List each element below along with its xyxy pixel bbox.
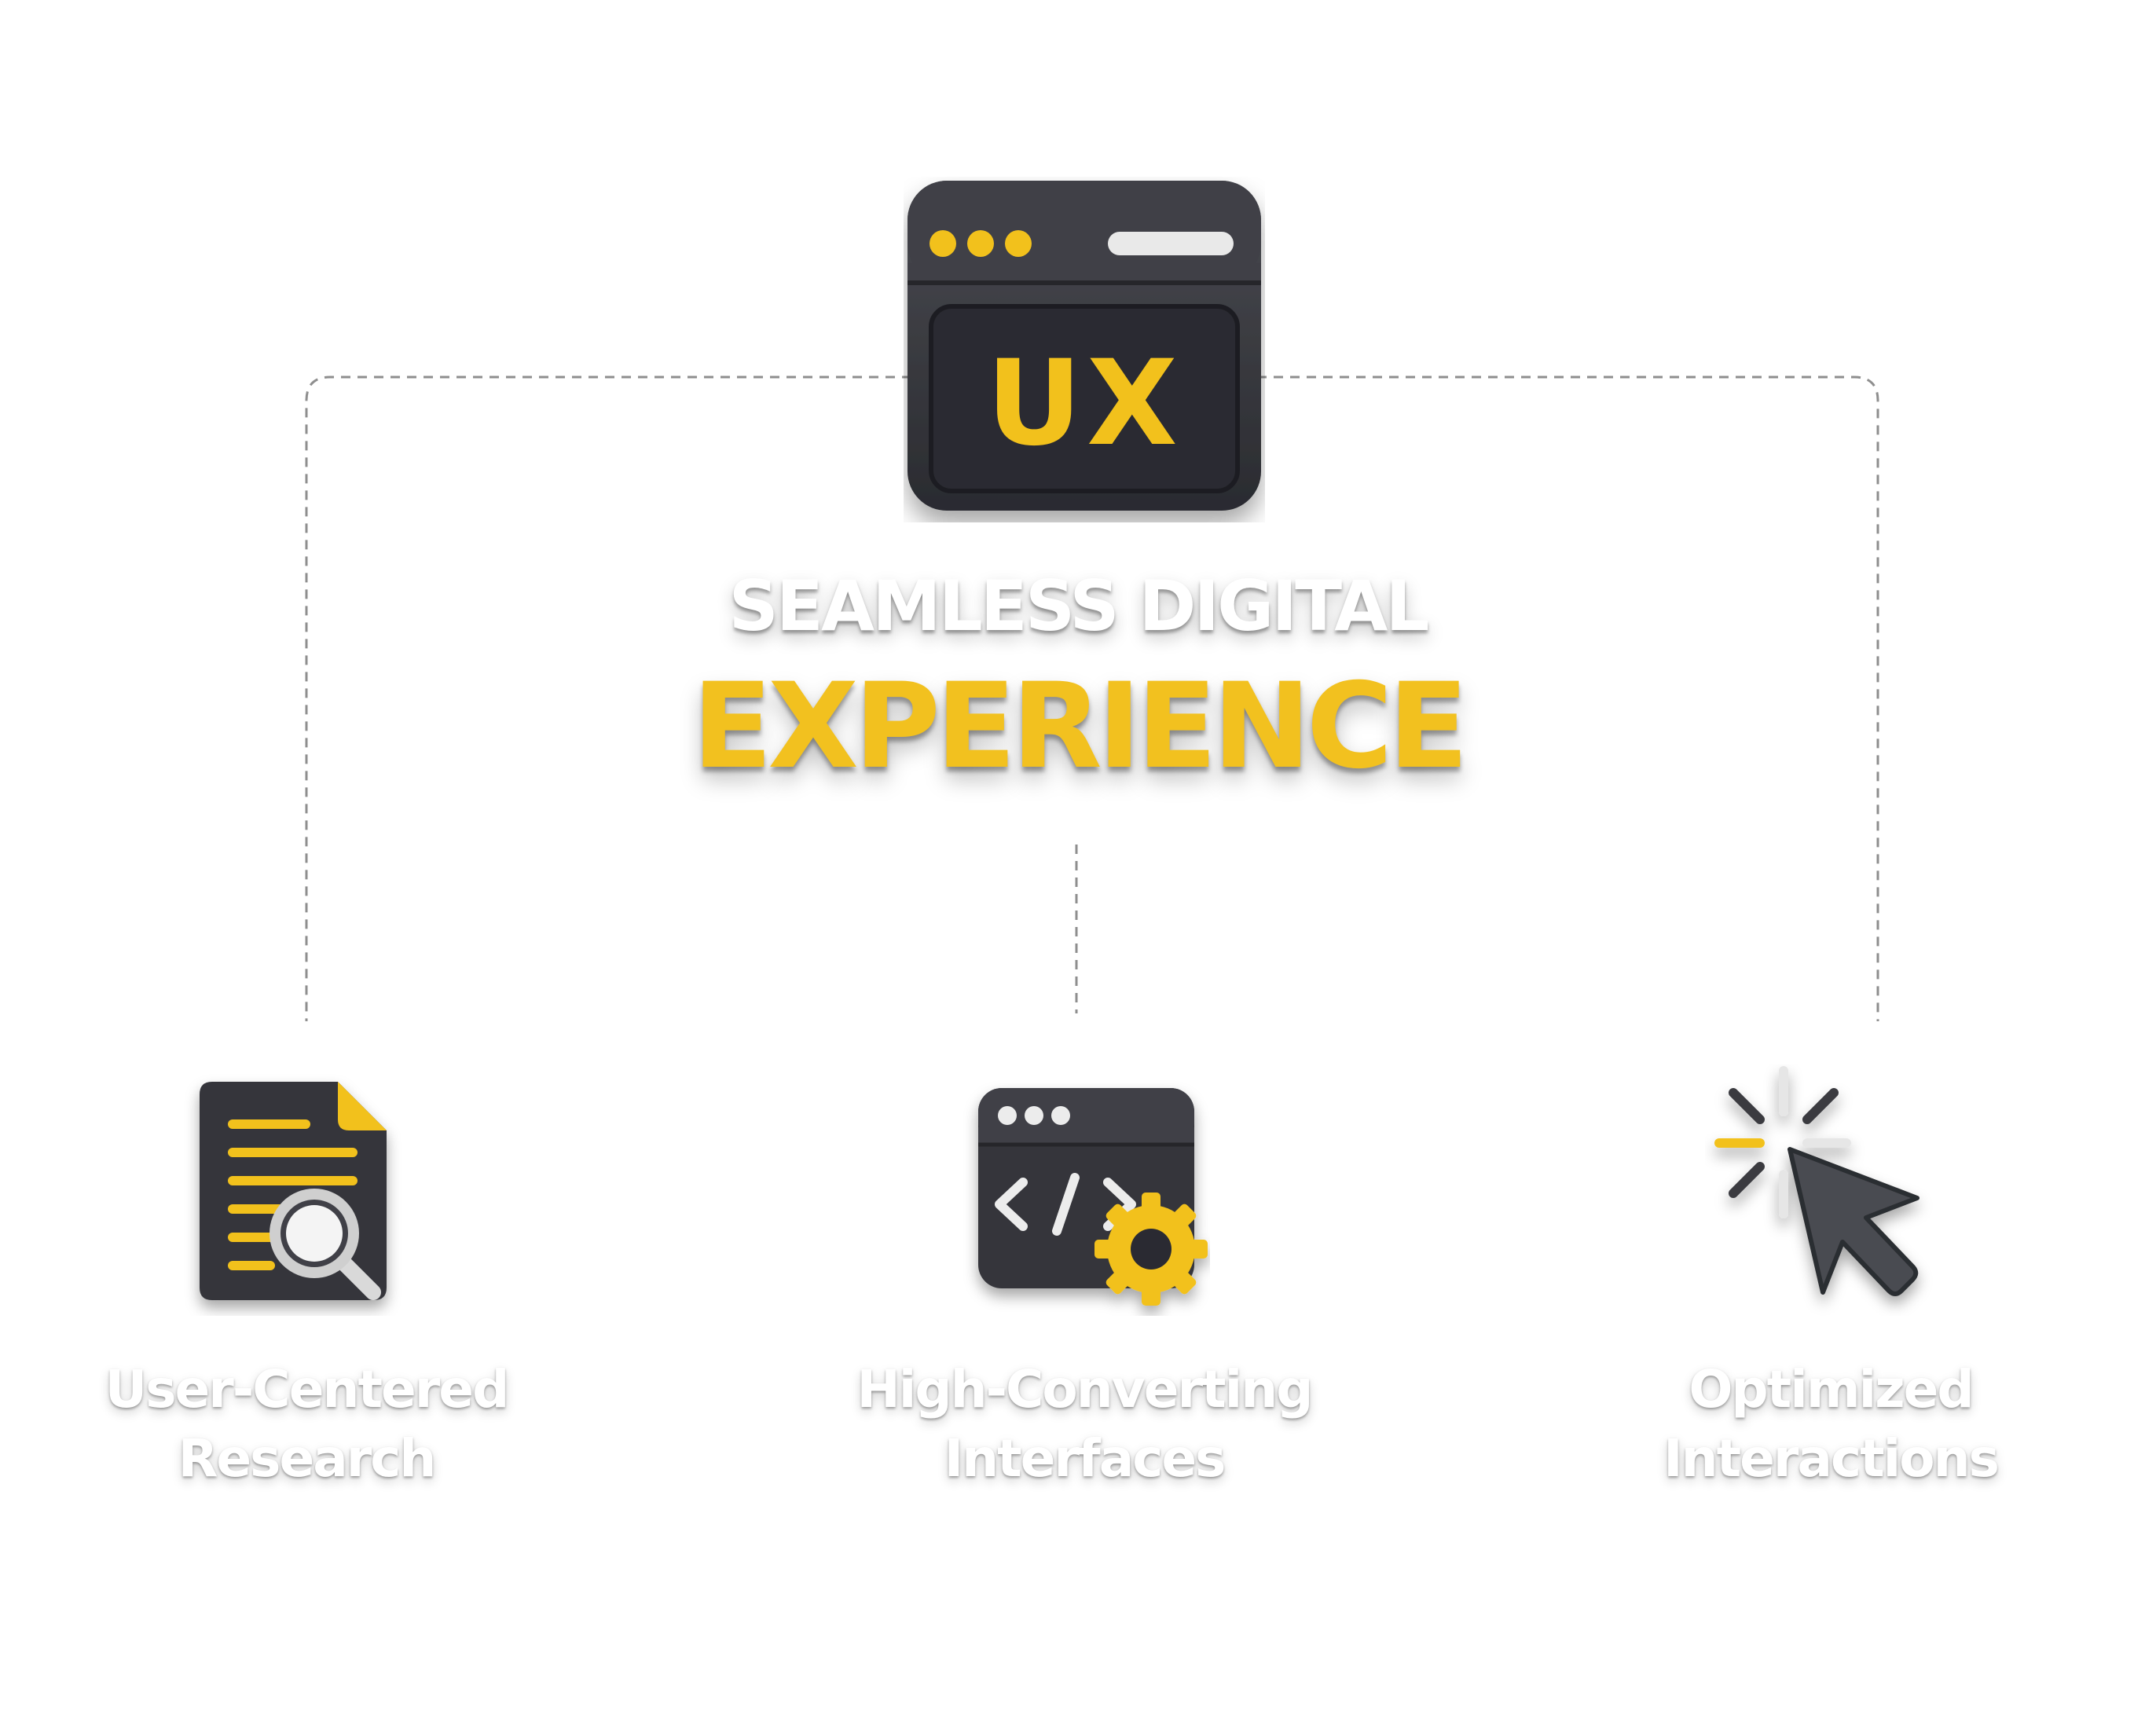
headline-subtitle: SEAMLESS DIGITAL xyxy=(728,566,1430,647)
feature-label: High-Converting Interfaces xyxy=(856,1359,1314,1489)
feature-label: Optimized Interactions xyxy=(1663,1359,2000,1489)
hero-icon-text: UX xyxy=(986,335,1182,472)
cursor-click-icon xyxy=(1714,1066,1920,1296)
connector-left xyxy=(305,376,911,1021)
headline-title: EXPERIENCE xyxy=(691,658,1468,795)
code-window-gear-icon xyxy=(978,1088,1208,1306)
ux-browser-window-icon: UX xyxy=(908,181,1261,511)
connector-right xyxy=(1257,376,1879,1021)
feature-label: User-Centered Research xyxy=(104,1359,510,1489)
document-search-icon xyxy=(200,1082,387,1300)
